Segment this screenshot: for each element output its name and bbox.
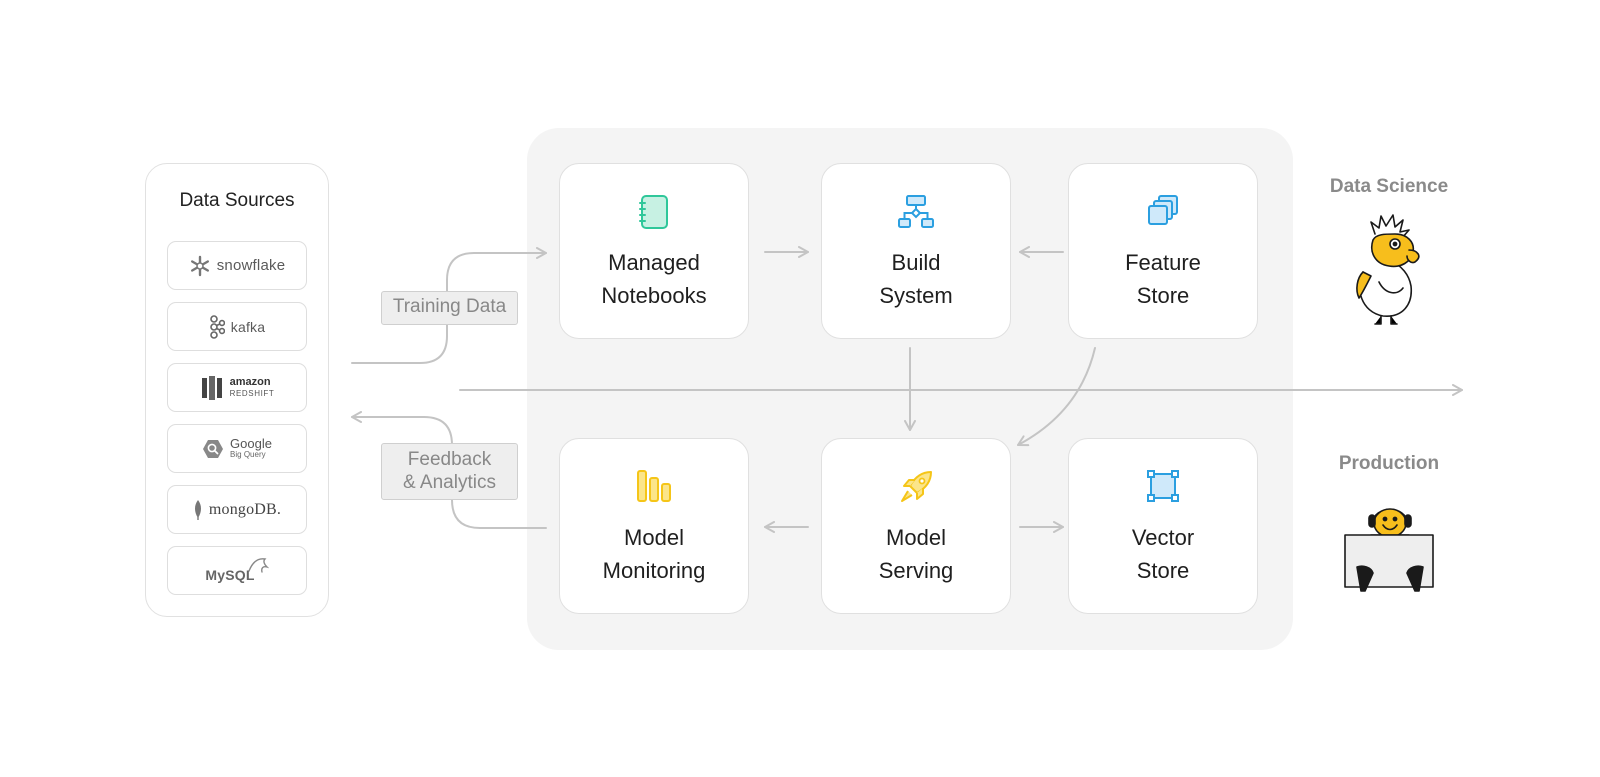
source-sublabel: REDSHIFT xyxy=(229,388,275,398)
card-model-monitoring[interactable]: Model Monitoring xyxy=(559,438,749,614)
card-title-line2: Monitoring xyxy=(602,558,706,583)
vector-select-icon xyxy=(1069,469,1257,505)
rocket-icon xyxy=(822,469,1010,505)
bigquery-icon xyxy=(202,438,224,460)
kafka-icon xyxy=(209,314,225,339)
data-science-title: Data Science xyxy=(1329,176,1449,197)
feedback-analytics-tag: Feedback & Analytics xyxy=(381,443,518,500)
feedback-label-line2: & Analytics xyxy=(403,472,496,493)
card-title-line2: Notebooks xyxy=(601,283,707,308)
card-title-line1: Model xyxy=(886,525,946,550)
source-label: snowflake xyxy=(216,257,286,274)
source-label: MySQL xyxy=(205,566,255,583)
stacked-layers-icon xyxy=(1069,194,1257,230)
source-mysql[interactable]: MySQL xyxy=(167,546,307,595)
card-feature-store[interactable]: Feature Store xyxy=(1068,163,1258,339)
source-label: kafka xyxy=(230,318,266,335)
data-sources-title: Data Sources xyxy=(179,190,295,211)
card-title-line1: Build xyxy=(891,250,941,275)
training-data-tag: Training Data xyxy=(381,291,518,325)
card-vector-store[interactable]: Vector Store xyxy=(1068,438,1258,614)
production-title: Production xyxy=(1338,453,1440,474)
mongodb-leaf-icon xyxy=(193,499,203,521)
source-mongodb[interactable]: mongoDB. xyxy=(167,485,307,534)
notebook-icon xyxy=(560,194,748,230)
card-title-line1: Managed xyxy=(608,250,700,275)
source-google-bigquery[interactable]: Google Big Query xyxy=(167,424,307,473)
card-managed-notebooks[interactable]: Managed Notebooks xyxy=(559,163,749,339)
card-model-serving[interactable]: Model Serving xyxy=(821,438,1011,614)
dolphin-icon xyxy=(247,555,269,575)
snowflake-icon xyxy=(189,255,211,277)
card-title-line2: Store xyxy=(1136,558,1190,583)
redshift-icon xyxy=(200,375,224,401)
source-kafka[interactable]: kafka xyxy=(167,302,307,351)
source-label: amazon xyxy=(229,375,271,388)
source-snowflake[interactable]: snowflake xyxy=(167,241,307,290)
card-title-line2: System xyxy=(879,283,953,308)
duck-laptop-illustration xyxy=(1343,495,1439,610)
training-data-label: Training Data xyxy=(392,296,507,317)
card-title-line1: Model xyxy=(624,525,684,550)
source-amazon-redshift[interactable]: amazon REDSHIFT xyxy=(167,363,307,412)
card-title-line1: Feature xyxy=(1125,250,1201,275)
feature-to-serving-arrow xyxy=(1017,347,1096,447)
source-label: Google xyxy=(230,435,272,451)
card-build-system[interactable]: Build System xyxy=(821,163,1011,339)
flowchart-icon xyxy=(822,194,1010,230)
duck-scientist-illustration xyxy=(1345,212,1433,337)
card-title-line1: Vector xyxy=(1131,525,1195,550)
source-label: mongoDB. xyxy=(208,500,282,518)
card-title-line2: Serving xyxy=(878,558,954,583)
card-title-line2: Store xyxy=(1136,283,1190,308)
bar-chart-icon xyxy=(560,469,748,505)
feedback-label-line1: Feedback xyxy=(407,449,492,470)
source-sublabel: Big Query xyxy=(230,449,266,459)
